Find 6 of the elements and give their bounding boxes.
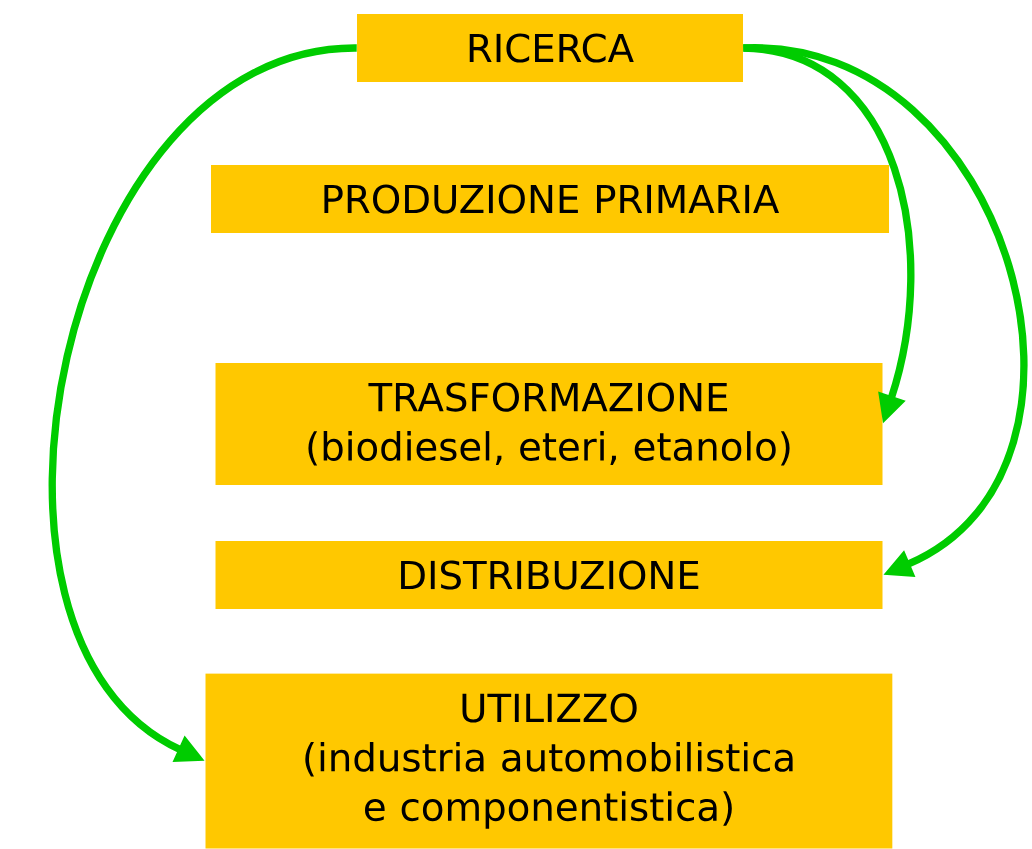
process-box: RICERCA [357, 14, 743, 82]
process-box: PRODUZIONE PRIMARIA [211, 165, 889, 233]
arrow [742, 44, 1027, 577]
process-box: TRASFORMAZIONE (biodiesel, eteri, etanolo) [215, 363, 883, 485]
process-box: DISTRIBUZIONE [215, 541, 883, 609]
process-box: UTILIZZO (industria automobilistica e componentistica) [205, 673, 893, 849]
